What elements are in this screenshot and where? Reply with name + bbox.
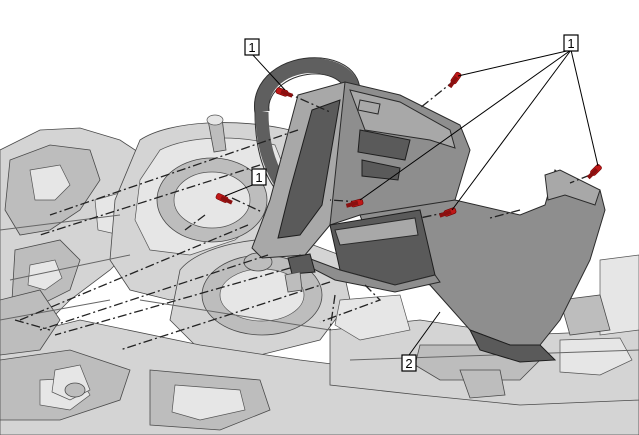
callout-label: 1 — [255, 170, 262, 185]
callout-label: 2 — [405, 356, 412, 371]
callout-lower-cover: 2 — [401, 354, 417, 372]
leader-lines — [224, 49, 599, 356]
dashboard-structure — [0, 114, 639, 435]
screw-icon — [275, 87, 294, 98]
screw-icon — [448, 71, 462, 89]
screw-icon — [215, 193, 233, 205]
callout-label: 1 — [248, 40, 255, 55]
callout-screw-top-right: 1 — [563, 34, 579, 52]
callout-screw-top-left: 1 — [244, 38, 260, 56]
screw-icon — [345, 198, 364, 208]
steering-column-lower-cover — [284, 169, 606, 363]
callout-screw-center: 1 — [251, 168, 267, 186]
column-cover-upper — [251, 81, 471, 259]
screw-icon — [586, 164, 602, 180]
callout-label: 1 — [567, 36, 574, 51]
screws — [215, 71, 602, 218]
screw-icon — [438, 207, 457, 218]
